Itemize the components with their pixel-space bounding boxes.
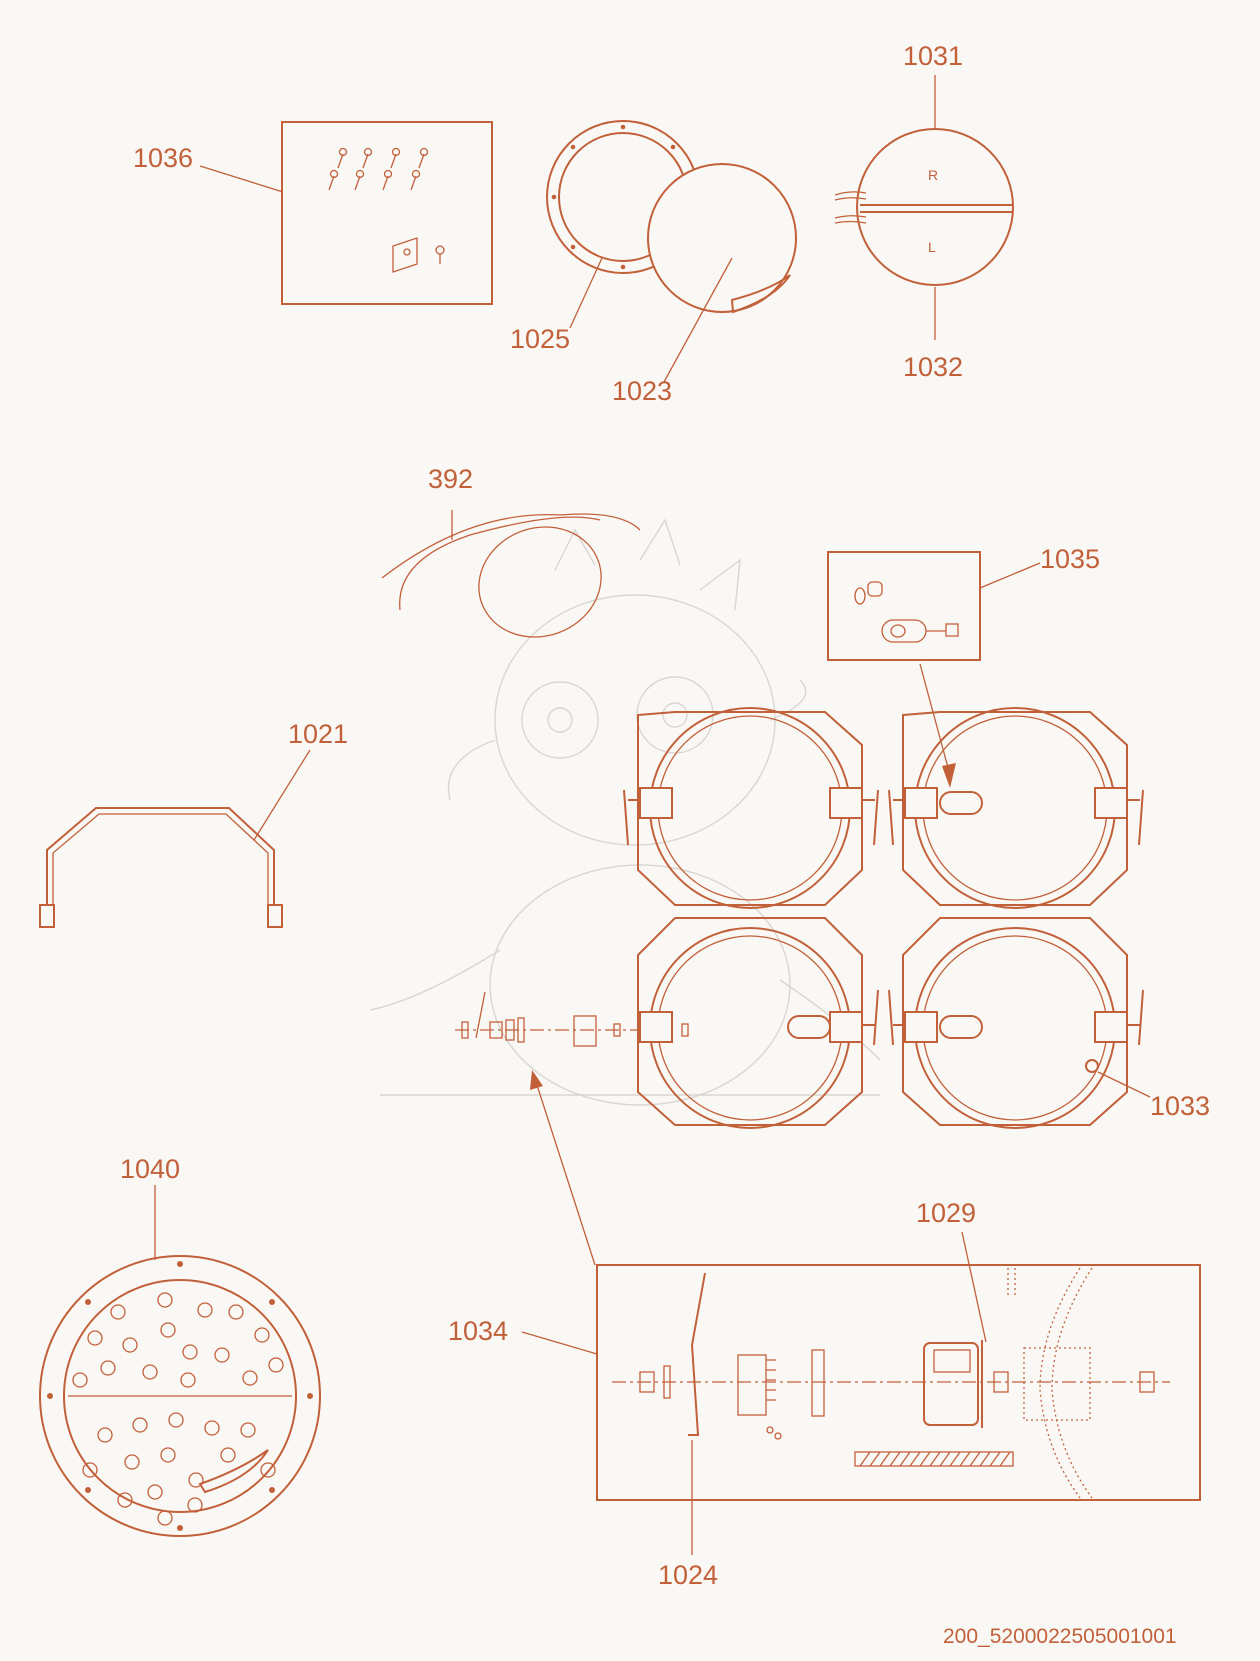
callout-1021: 1021 [288,719,348,749]
signal-section-bottom-right [888,917,1144,1129]
callout-1033: 1033 [1150,1091,1210,1121]
drawing-number: 200_5200022505001001 [943,1625,1177,1648]
callout-1025: 1025 [510,324,570,354]
callout-1035: 1035 [1040,544,1100,574]
signal-section-top-right [888,707,1144,909]
callout-1032: 1032 [903,352,963,382]
callout-labels: 1036 1025 1023 1031 1032 392 1035 1021 1… [120,41,1210,1590]
part-1021-bracket [39,807,283,928]
part-1034-hinge-kit [596,1264,1201,1501]
signal-head-assembly [455,707,1144,1129]
lens-mark-right: R [928,167,938,183]
part-1040-perforated-cover [39,1255,321,1537]
exploded-hinge-hardware [455,991,689,1047]
part-1031-1032-split-lens: R L [834,128,1014,286]
part-1035-hardware-kit [827,551,981,661]
part-1023-lens [647,163,797,314]
callout-1024: 1024 [658,1560,718,1590]
callout-1029: 1029 [916,1198,976,1228]
callout-392: 392 [428,464,473,494]
callout-1034: 1034 [448,1316,508,1346]
callout-1040: 1040 [120,1154,180,1184]
lens-mark-left: L [928,239,936,255]
callout-1023: 1023 [612,376,672,406]
part-392-wire [381,513,641,638]
watermark-illustration [369,518,881,1106]
callout-1036: 1036 [133,143,193,173]
signal-section-top-left [623,707,879,909]
leader-lines [154,75,1151,1555]
callout-1031: 1031 [903,41,963,71]
signal-section-bottom-left [637,917,879,1129]
part-1036-screw-kit [281,121,493,305]
